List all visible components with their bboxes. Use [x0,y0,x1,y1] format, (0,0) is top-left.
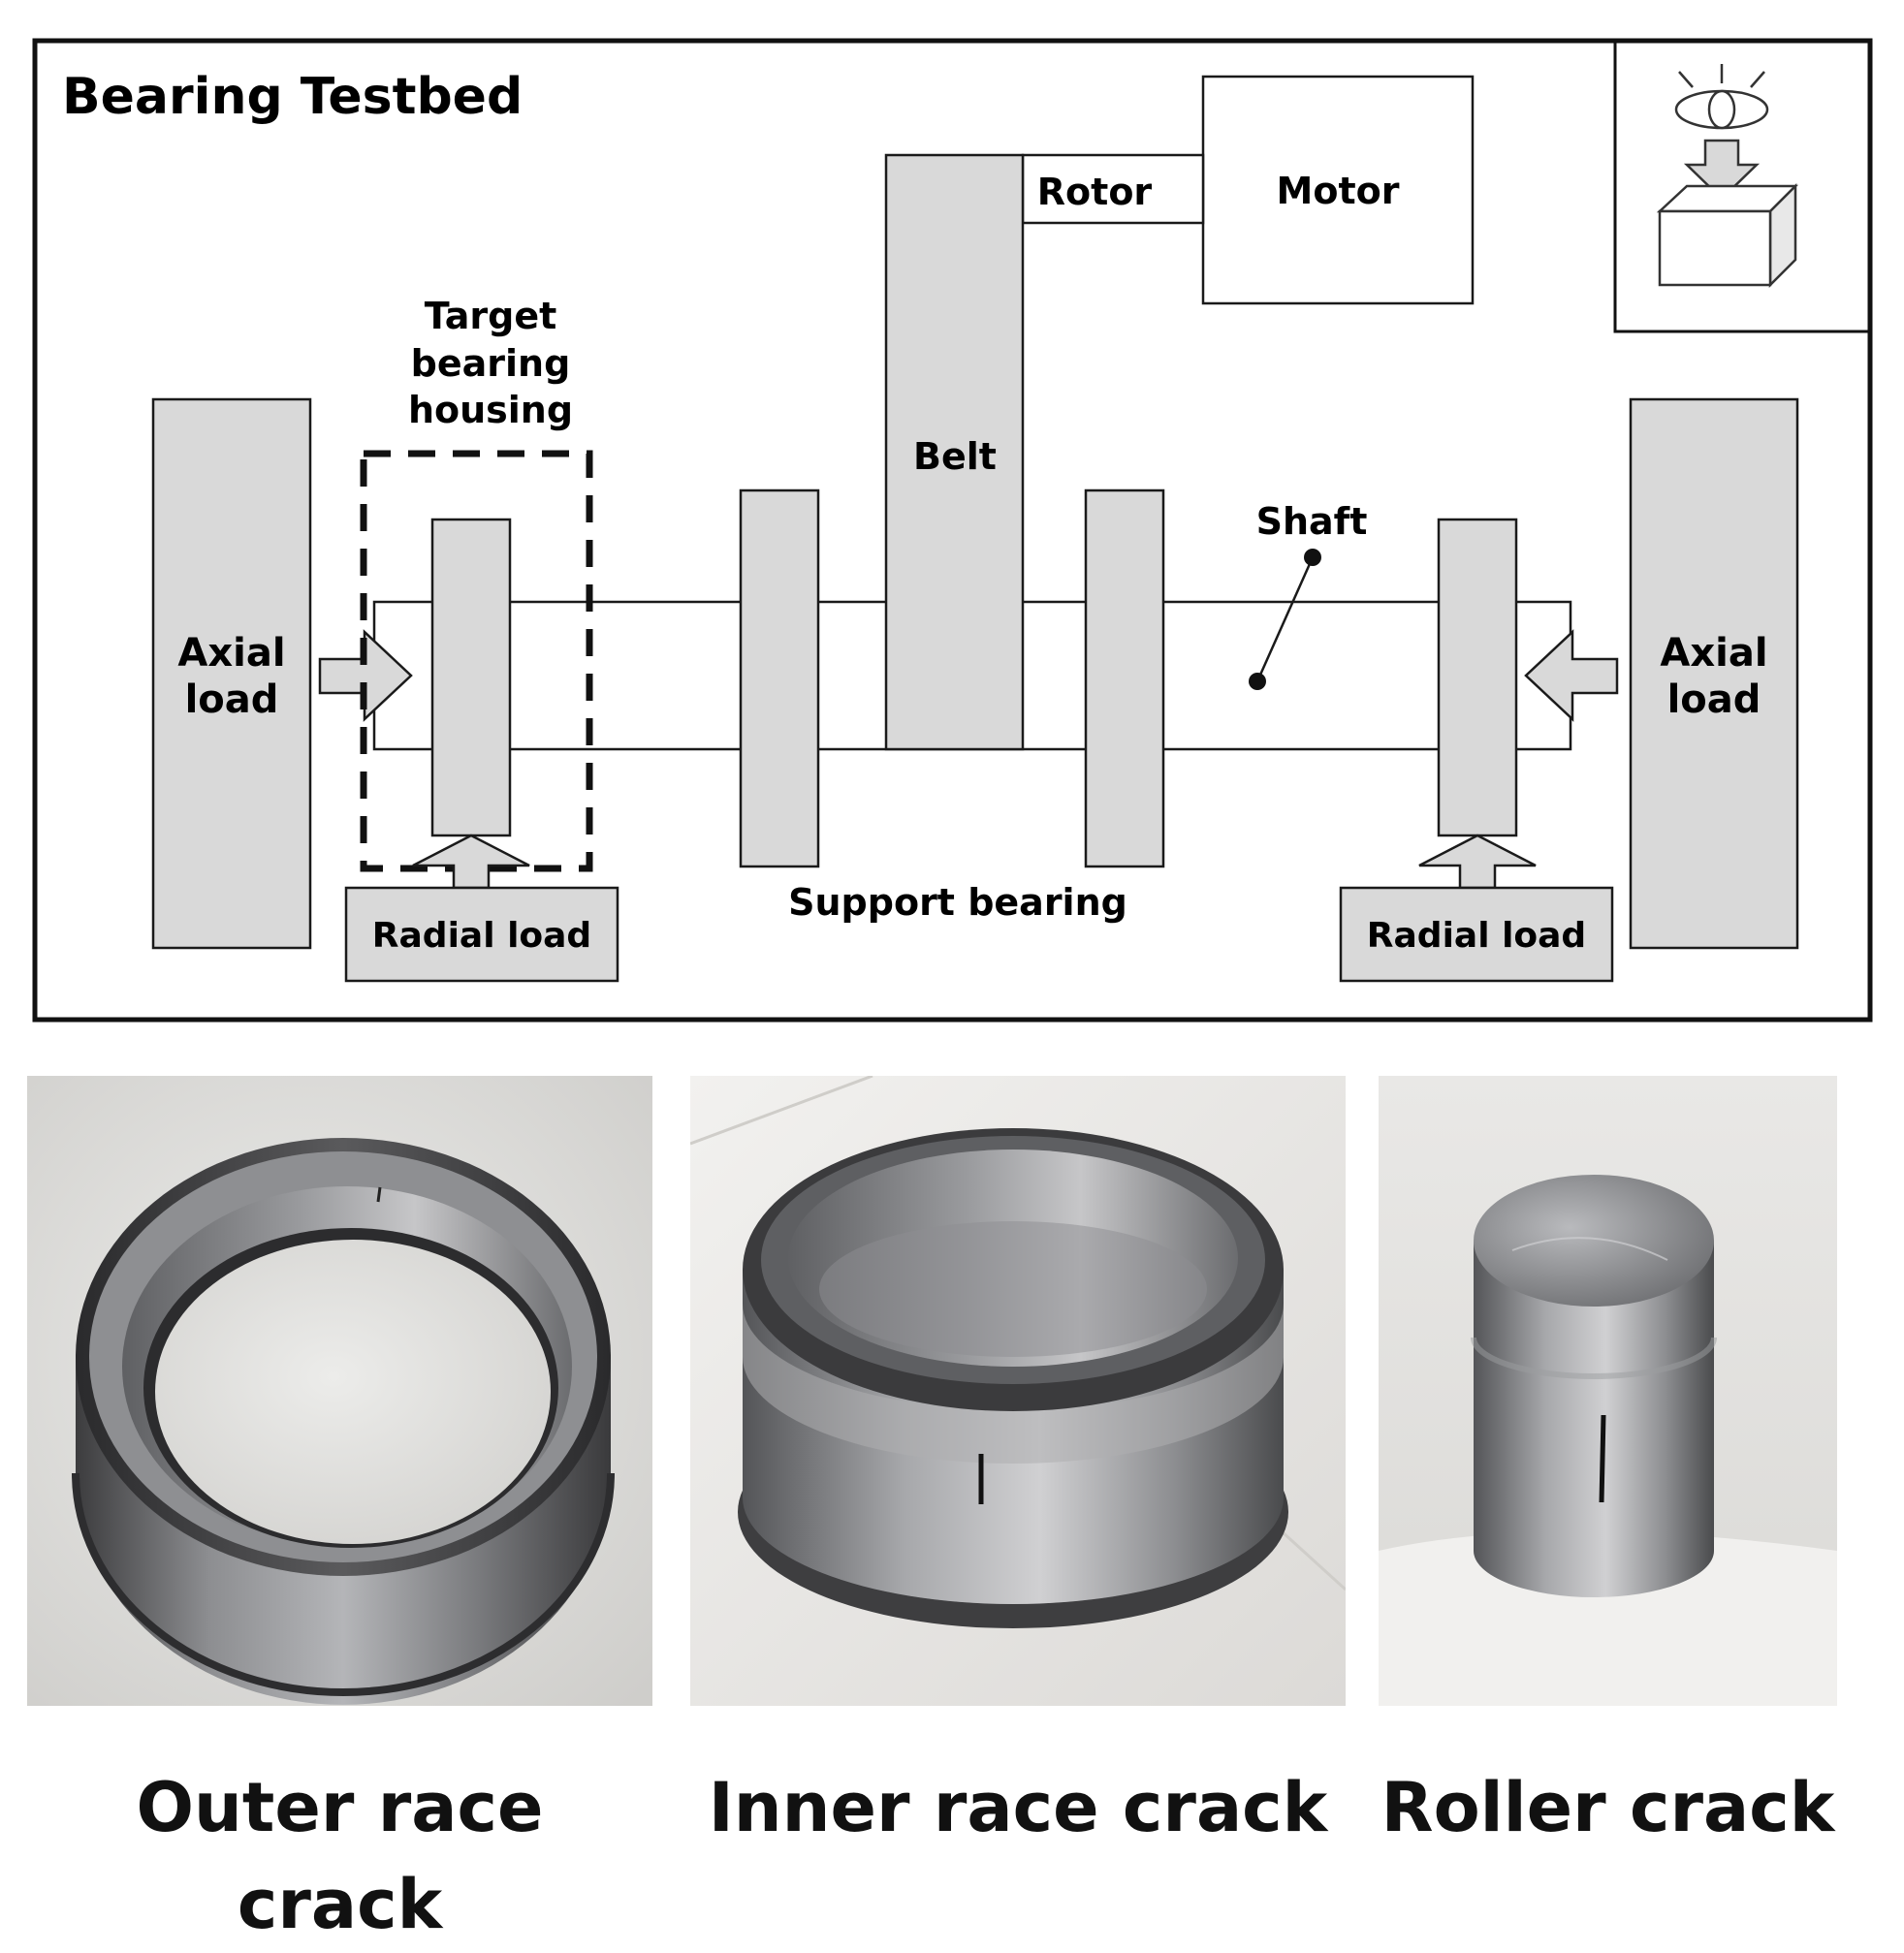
radial-load-left-label: Radial load [372,916,591,956]
motor-label: Motor [1277,170,1400,212]
axial-load-block-right [1629,397,1799,950]
rotor-label: Rotor [1037,171,1153,213]
shaft-leader-line [1255,556,1315,682]
outer-race-photo [27,1076,652,1706]
target-housing-label-3: housing [408,389,573,431]
radial-load-box-right [1339,886,1614,983]
support-bearing-right [1084,488,1165,868]
axial-load-left-label-2: load [185,677,279,722]
inspection-eye-box-icon [1613,41,1870,333]
motor-box [1201,75,1475,305]
shaft-label: Shaft [1256,500,1368,543]
inner-race-photo [690,1076,1346,1706]
support-bearing-label: Support bearing [788,881,1127,924]
outer-race-caption: Outer race crack [136,1768,544,1944]
roller-photo [1379,1076,1837,1706]
target-bearing-housing [360,450,593,872]
right-bearing [1437,518,1518,837]
rotor-box [1021,153,1205,225]
axial-load-right-label: Axial [1660,631,1767,676]
radial-load-arrow-right [1418,834,1537,890]
belt [884,153,1025,751]
inner-race-caption: Inner race crack [708,1768,1328,1847]
target-housing-label-2: bearing [411,342,571,385]
belt-label: Belt [913,435,997,478]
radial-load-right-label: Radial load [1367,916,1586,956]
axial-load-right-label-2: load [1667,677,1761,722]
target-housing-label: Target [425,295,557,337]
radial-load-arrow-left [412,834,530,890]
axial-load-left-label: Axial [177,631,285,676]
target-bearing [430,518,512,837]
axial-load-arrow-left [1524,629,1619,722]
bearing-testbed-diagram: Bearing Testbed Motor Rotor Belt Support… [27,38,1873,1706]
support-bearing-left [739,488,820,868]
radial-load-box-left [344,886,619,983]
diagram-title: Bearing Testbed [62,68,523,126]
roller-caption: Roller crack [1380,1768,1835,1847]
axial-load-block-left [151,397,312,950]
